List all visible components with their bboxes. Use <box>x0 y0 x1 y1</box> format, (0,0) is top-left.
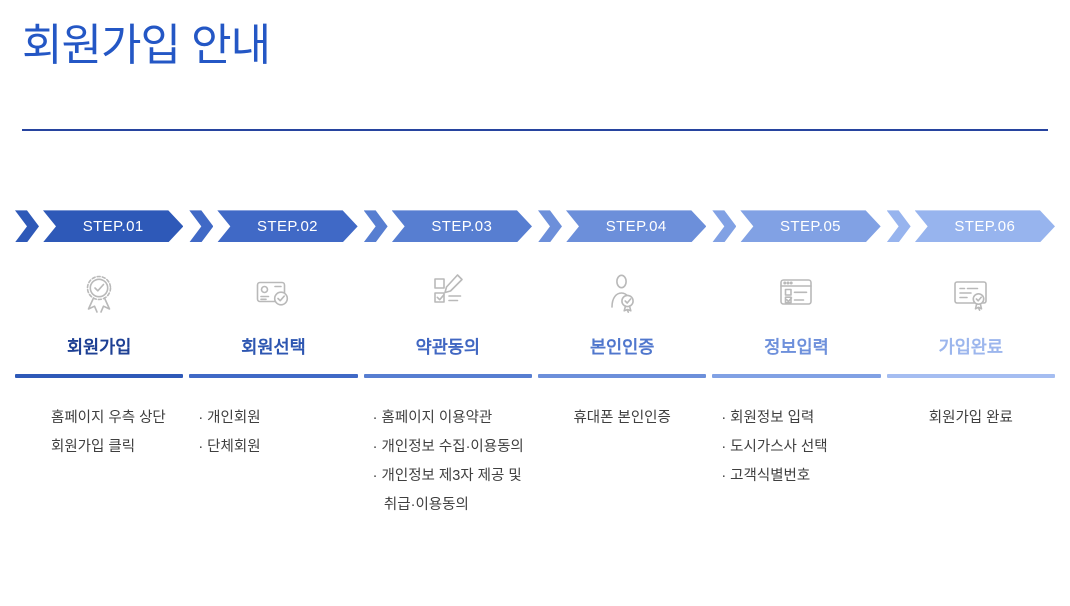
step-underline <box>712 374 881 379</box>
step-underline <box>363 374 532 379</box>
step-number-label: STEP.06 <box>954 217 1016 235</box>
step-title: 회원가입 <box>66 337 132 358</box>
step-arrow-1: STEP.01 <box>15 210 183 243</box>
step-title: 정보입력 <box>764 337 829 358</box>
step-description: · 홈페이지 이용약관 · 개인정보 수집·이용동의 · 개인정보 제3자 제공 및… <box>364 404 532 520</box>
step-description: 회원가입 완료 <box>887 404 1055 433</box>
chevron-right-icon <box>363 210 388 243</box>
person-verify-icon <box>538 266 706 322</box>
step-title: 가입완료 <box>938 337 1004 358</box>
id-card-check-icon <box>189 266 357 322</box>
step-description: · 회원정보 입력 · 도시가스사 선택 · 고객식별번호 <box>712 404 880 491</box>
step-title: 약관동의 <box>415 337 481 358</box>
step-arrow-5: STEP.05 <box>712 210 880 243</box>
step-arrow-6: STEP.06 <box>886 210 1055 243</box>
description-line: · 개인정보 수집·이용동의 <box>372 439 524 456</box>
title-divider <box>22 129 1048 132</box>
page-title: 회원가입 안내 <box>22 21 271 70</box>
step-number-label: STEP.05 <box>780 217 841 235</box>
description-line: · 개인정보 제3자 제공 및 <box>372 468 522 485</box>
certificate-icon <box>887 266 1055 322</box>
medal-check-icon <box>15 266 183 322</box>
step-underline <box>537 374 707 379</box>
description-line: · 개인회원 <box>198 410 261 427</box>
description-line: · 단체회원 <box>198 439 261 456</box>
step-number-label: STEP.03 <box>431 217 493 235</box>
step-underline <box>15 374 184 379</box>
terms-checklist-pen-icon <box>364 266 532 322</box>
description-line: 휴대폰 본인인증 <box>573 410 671 427</box>
step-column-2: STEP.02 회원선택 · 개인회원 · 단체회원 <box>189 210 358 520</box>
description-line: 취급·이용동의 <box>372 497 469 514</box>
step-arrow-4: STEP.04 <box>537 210 706 243</box>
step-column-4: STEP.04 본인인증 휴대폰 본인인증 <box>537 210 707 520</box>
description-line: 회원가입 완료 <box>928 410 1013 427</box>
description-line: 홈페이지 우측 상단 <box>51 410 166 427</box>
chevron-right-icon <box>886 210 911 243</box>
step-arrow-2: STEP.02 <box>189 210 357 243</box>
chevron-right-icon <box>15 210 39 243</box>
step-number-label: STEP.02 <box>257 217 318 235</box>
step-underline <box>189 374 358 379</box>
form-window-icon <box>712 266 880 322</box>
chevron-right-icon <box>537 210 562 243</box>
description-line: 회원가입 클릭 <box>51 439 136 456</box>
step-description: · 개인회원 · 단체회원 <box>189 404 357 462</box>
step-number-label: STEP.04 <box>605 217 667 235</box>
step-column-5: STEP.05 정보입력 · 회원정보 입력 · 도시가스사 선택 · 고객식별번호 <box>712 210 881 520</box>
step-arrow-3: STEP.03 <box>363 210 532 243</box>
description-line: · 회원정보 입력 <box>721 410 815 427</box>
step-column-6: STEP.06 가입완료 회원가입 완료 <box>886 210 1055 520</box>
step-number-label: STEP.01 <box>82 217 144 235</box>
description-line: · 홈페이지 이용약관 <box>372 410 493 427</box>
step-description: 휴대폰 본인인증 <box>538 404 706 433</box>
step-underline <box>886 374 1055 379</box>
description-line: · 도시가스사 선택 <box>721 439 828 456</box>
chevron-right-icon <box>189 210 214 243</box>
step-title: 회원선택 <box>241 337 306 358</box>
step-title: 본인인증 <box>589 337 655 358</box>
chevron-right-icon <box>712 210 737 243</box>
description-line: · 고객식별번호 <box>721 468 811 485</box>
step-column-3: STEP.03 약관동의 · 홈페이지 이용약관· 개인정보 수집·이용동의· … <box>363 210 532 520</box>
